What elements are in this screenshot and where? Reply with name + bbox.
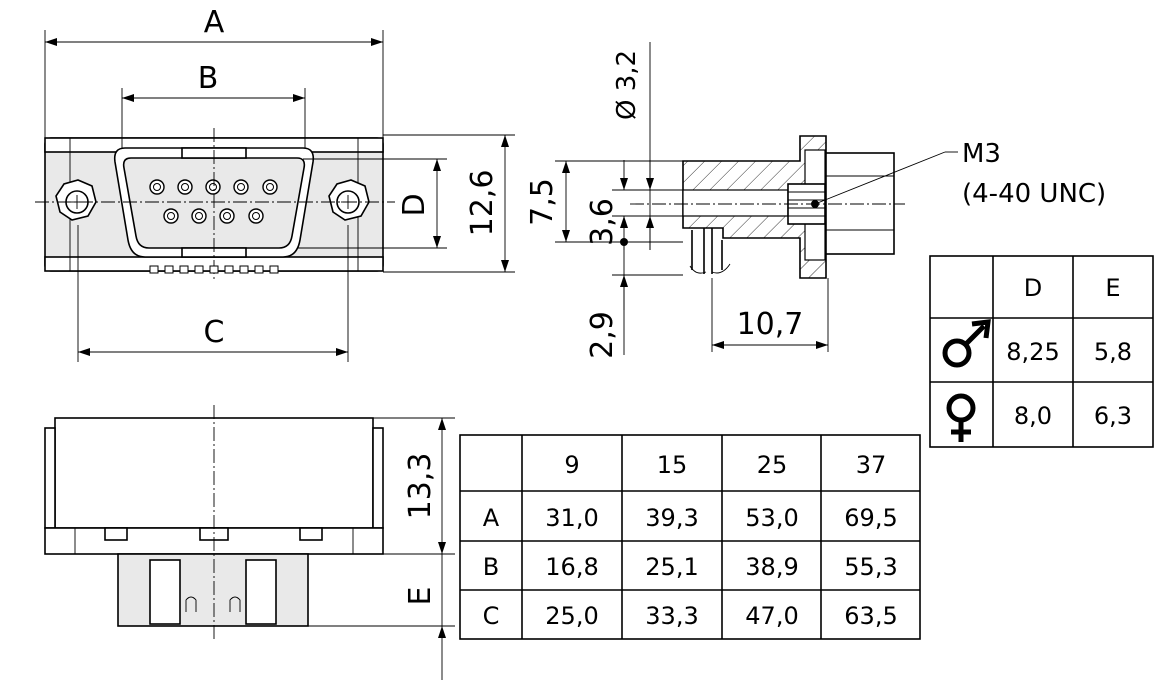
pin-hole-inner [237, 183, 245, 191]
pin-hole-inner [181, 183, 189, 191]
pin-hole-inner [167, 212, 175, 220]
pin-hole-inner [153, 183, 161, 191]
female-symbol-icon [946, 393, 976, 442]
size-cell: 69,5 [844, 504, 897, 532]
size-cell: 25,1 [645, 553, 698, 581]
size-header-25: 25 [757, 451, 788, 479]
label-13-3: 13,3 [403, 453, 438, 520]
solder-terminal [224, 265, 234, 274]
gender-header-d: D [1024, 274, 1042, 302]
label-a: A [204, 5, 225, 40]
solder-terminal [269, 265, 279, 274]
thread-label: M3 [962, 139, 1001, 169]
screw-lock-left [55, 179, 97, 221]
screw-lock-right [328, 179, 370, 221]
solder-terminals [149, 265, 279, 274]
gender-header-e: E [1105, 274, 1120, 302]
label-e: E [403, 587, 438, 606]
label-d: D [397, 193, 432, 216]
male-d-value: 8,25 [1006, 338, 1059, 366]
solder-terminal [179, 265, 189, 274]
size-cell: 16,8 [545, 553, 598, 581]
label-10-7: 10,7 [737, 307, 804, 342]
label-diameter: Ø 3,2 [612, 50, 642, 120]
female-e-value: 6,3 [1094, 402, 1132, 430]
label-c: C [204, 315, 225, 350]
size-row-label: B [483, 553, 499, 581]
pin-hole-inner [195, 212, 203, 220]
size-header-37: 37 [856, 451, 887, 479]
label-b: B [198, 61, 219, 96]
label-3-6: 3,6 [585, 198, 620, 246]
size-row-label: A [483, 504, 500, 532]
solder-terminal [164, 265, 174, 274]
pin-hole [149, 179, 165, 195]
size-header-15: 15 [657, 451, 688, 479]
pin-hole [248, 208, 264, 224]
pin-hole-inner [252, 212, 260, 220]
solder-terminal [239, 265, 249, 274]
size-cell: 25,0 [545, 602, 598, 630]
bottom-view: 13,3 E [44, 405, 455, 680]
pin-hole [163, 208, 179, 224]
bottom-shell [117, 553, 309, 627]
size-cell: 63,5 [844, 602, 897, 630]
solder-terminal [254, 265, 264, 274]
size-cell: 38,9 [745, 553, 798, 581]
solder-terminal [194, 265, 204, 274]
size-cell: 31,0 [545, 504, 598, 532]
pin-hole [191, 208, 207, 224]
size-row-label: C [483, 602, 500, 630]
pin-hole [262, 179, 278, 195]
pin-hole-inner [209, 183, 217, 191]
male-e-value: 5,8 [1094, 338, 1132, 366]
size-cell: 55,3 [844, 553, 897, 581]
label-2-9: 2,9 [585, 311, 620, 359]
label-7-5: 7,5 [525, 178, 560, 226]
pin-hole [219, 208, 235, 224]
gender-table: D E 8,25 5,8 8,0 6,3 [929, 255, 1154, 448]
female-d-value: 8,0 [1014, 402, 1052, 430]
label-height: 12,6 [465, 170, 500, 237]
contact-pins [149, 179, 278, 224]
side-shell [825, 152, 895, 255]
size-table: 9 15 25 37 A 31,0 39,3 53,0 69,5 B 16,8 … [459, 434, 921, 640]
solder-terminal [209, 265, 219, 274]
pin-hole [205, 179, 221, 195]
pin-hole [177, 179, 193, 195]
thread-spec: (4-40 UNC) [962, 179, 1106, 209]
pin-hole-inner [223, 212, 231, 220]
pin-hole-inner [266, 183, 274, 191]
size-cell: 39,3 [645, 504, 698, 532]
solder-terminal [149, 265, 159, 274]
size-header-9: 9 [564, 451, 579, 479]
size-cell: 33,3 [645, 602, 698, 630]
size-cell: 47,0 [745, 602, 798, 630]
pin-hole [233, 179, 249, 195]
male-symbol-icon [942, 319, 991, 368]
front-view: A B C D 12,6 [35, 5, 515, 362]
side-view: Ø 3,2 7,5 3,6 2,9 10,7 M3 (4-40 UNC) [525, 42, 1106, 359]
board-clip [691, 228, 723, 274]
size-cell: 53,0 [745, 504, 798, 532]
